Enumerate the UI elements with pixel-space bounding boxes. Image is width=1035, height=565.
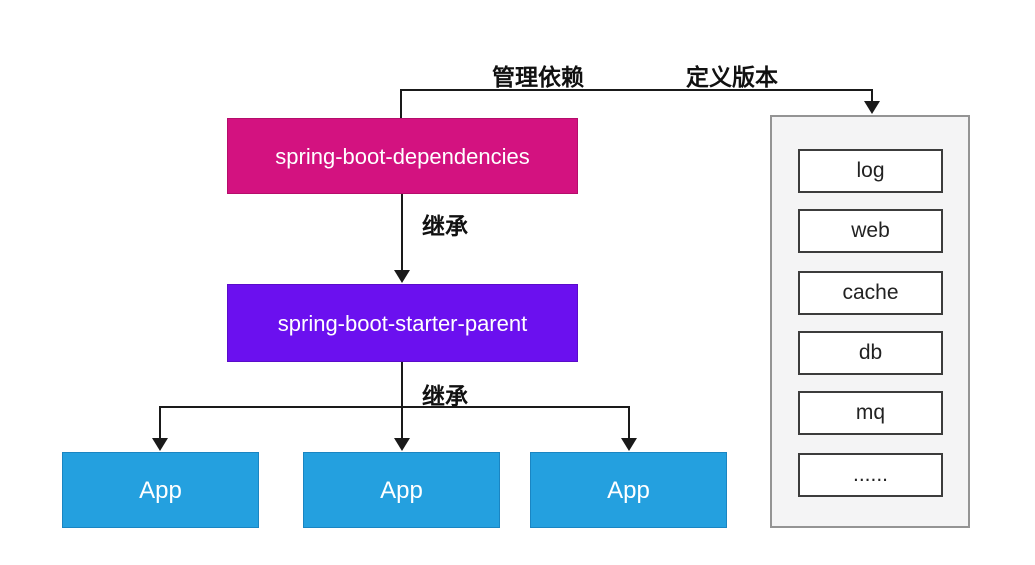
node-app-1: App (62, 452, 259, 528)
inherit-connector-2-center (401, 362, 403, 439)
top-connector-hline (401, 89, 873, 91)
inherit-connector-1 (401, 194, 403, 271)
inherit-branch-drop-left (159, 406, 161, 439)
arrow-down-icon (394, 270, 410, 283)
inherit-label-2: 继承 (422, 383, 468, 409)
panel-item-more: ...... (798, 453, 943, 497)
panel-item-web: web (798, 209, 943, 253)
arrow-down-icon (394, 438, 410, 451)
panel-item-mq: mq (798, 391, 943, 435)
panel-item-db: db (798, 331, 943, 375)
node-app-2: App (303, 452, 500, 528)
inherit-label-1: 继承 (422, 213, 468, 239)
manage-dependencies-label: 管理依赖 (492, 64, 584, 90)
node-app-3: App (530, 452, 727, 528)
define-versions-label: 定义版本 (686, 64, 778, 90)
inherit-branch-drop-right (628, 406, 630, 439)
arrow-down-icon (621, 438, 637, 451)
arrow-down-icon (152, 438, 168, 451)
node-spring-boot-dependencies: spring-boot-dependencies (227, 118, 578, 194)
arrow-down-icon (864, 101, 880, 114)
top-connector-vline-left (400, 89, 402, 118)
version-panel: log web cache db mq ...... (770, 115, 970, 528)
inherit-branch-hline (159, 406, 630, 408)
panel-item-cache: cache (798, 271, 943, 315)
top-connector-vline-right (871, 89, 873, 103)
node-spring-boot-starter-parent: spring-boot-starter-parent (227, 284, 578, 362)
panel-item-log: log (798, 149, 943, 193)
